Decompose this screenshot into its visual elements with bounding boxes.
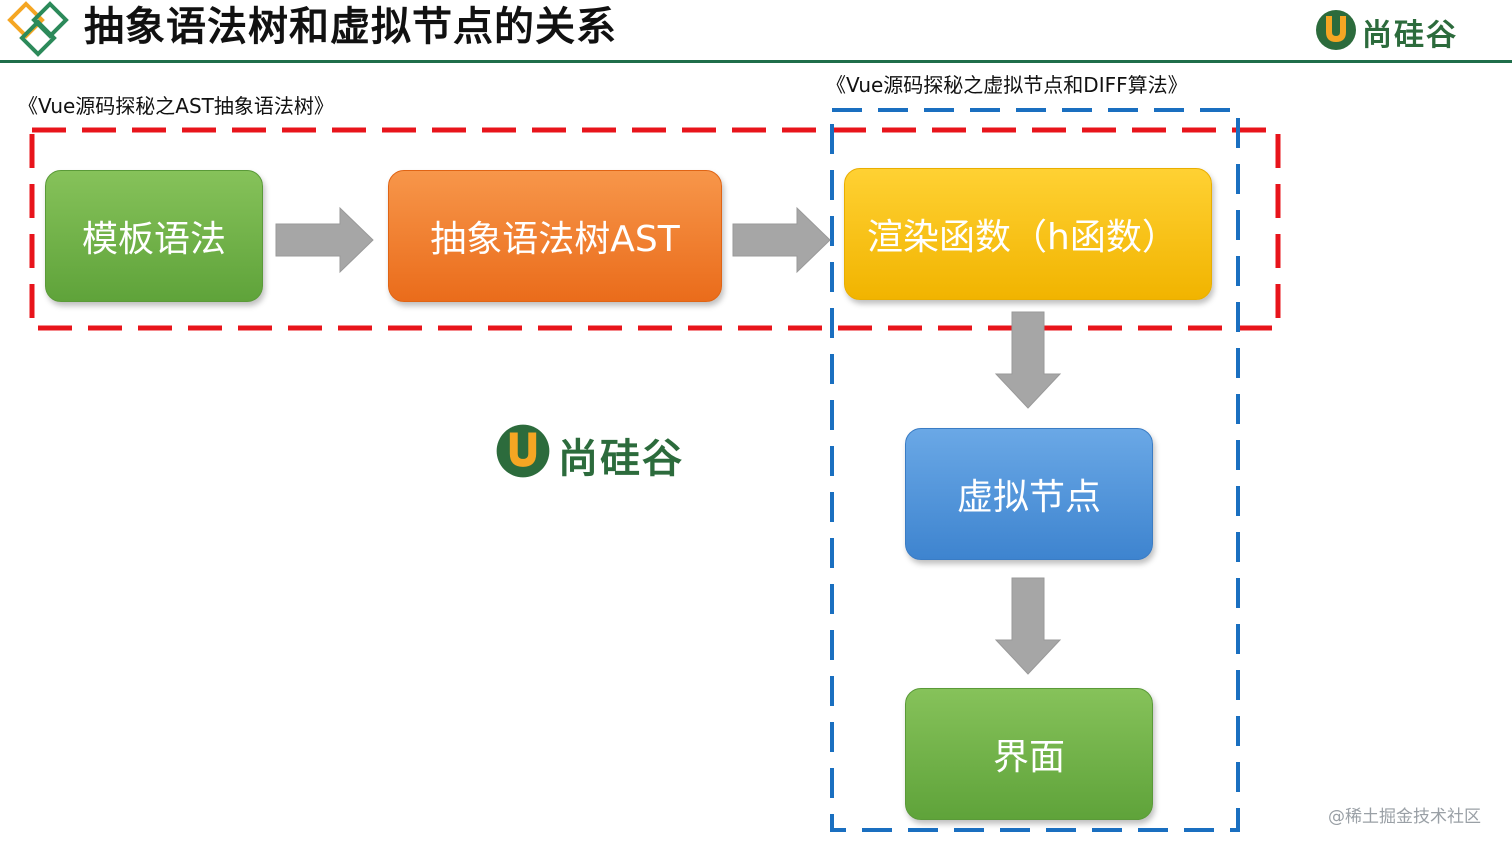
header-divider — [0, 60, 1512, 63]
caption-vnode-book: 《Vue源码探秘之虚拟节点和DIFF算法》 — [826, 73, 1188, 97]
center-logo: 尚硅谷 — [494, 420, 744, 484]
arrow-down-1-icon — [994, 311, 1062, 409]
caption-ast-book: 《Vue源码探秘之AST抽象语法树》 — [18, 94, 334, 118]
u-logo-icon — [496, 424, 550, 478]
node-template-syntax: 模板语法 — [45, 170, 263, 302]
watermark: @稀土掘金技术社区 — [1328, 807, 1481, 827]
brand-logo-text: 尚硅谷 — [1362, 18, 1458, 53]
arrow-right-2-icon — [732, 206, 831, 274]
arrow-right-1-icon — [275, 206, 374, 274]
page-title: 抽象语法树和虚拟节点的关系 — [84, 4, 617, 50]
node-ast: 抽象语法树AST — [388, 170, 722, 302]
node-virtual-node: 虚拟节点 — [905, 428, 1153, 560]
u-logo-icon — [1316, 10, 1356, 50]
node-ui: 界面 — [905, 688, 1153, 820]
node-render-function: 渲染函数（h函数） — [844, 168, 1212, 300]
diamond-logo-icon — [7, 1, 69, 57]
center-logo-text: 尚硅谷 — [558, 436, 684, 482]
brand-logo: 尚硅谷 — [1314, 6, 1484, 54]
arrow-down-2-icon — [994, 577, 1062, 675]
